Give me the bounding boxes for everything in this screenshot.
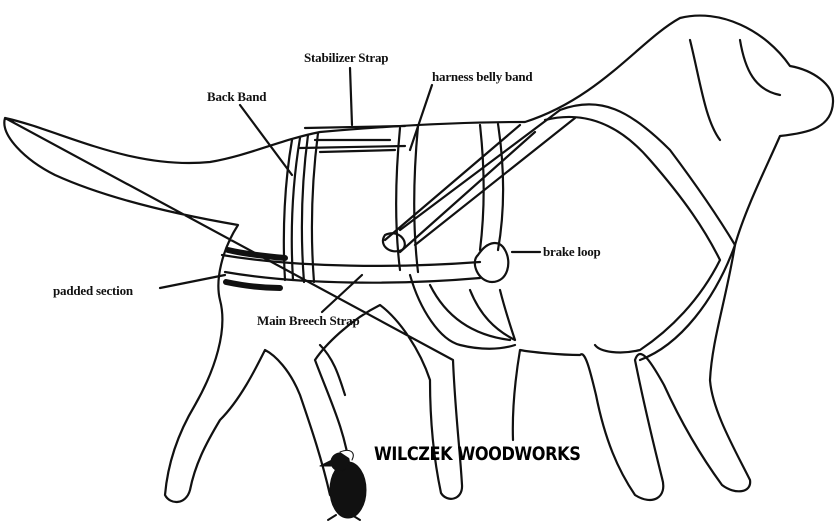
belly-lower-straps bbox=[408, 273, 517, 350]
chest-strap bbox=[543, 103, 737, 362]
woodpecker-logo bbox=[319, 449, 367, 521]
dog-ear bbox=[688, 38, 782, 142]
label-main-breech-strap: Main Breech Strap bbox=[257, 313, 360, 328]
back-band-strap bbox=[282, 131, 320, 284]
belly-band-strap bbox=[395, 122, 505, 274]
label-stabilizer-strap: Stabilizer Strap bbox=[304, 50, 389, 65]
main-breech-strap-band bbox=[220, 253, 482, 284]
shoulder-strap bbox=[383, 108, 577, 254]
leader-padded-section bbox=[158, 273, 227, 290]
leader-stabilizer bbox=[348, 66, 354, 127]
leader-back-band bbox=[238, 103, 294, 177]
brake-loop-shape bbox=[473, 242, 510, 284]
label-harness-belly-band: harness belly band bbox=[432, 69, 533, 84]
leader-breech-strap bbox=[320, 273, 364, 314]
leader-belly-band bbox=[408, 83, 434, 152]
label-brake-loop: brake loop bbox=[543, 244, 601, 259]
padded-section-band bbox=[223, 247, 288, 291]
label-back-band: Back Band bbox=[207, 89, 267, 104]
stabilizer-strap-band bbox=[298, 124, 407, 154]
dog-outline bbox=[3, 14, 835, 503]
dog-rear-leg-contour bbox=[318, 343, 347, 397]
strap-loop bbox=[381, 232, 406, 253]
label-padded-section: padded section bbox=[53, 283, 133, 298]
brand-name: WILCZEK WOODWORKS bbox=[374, 443, 581, 465]
